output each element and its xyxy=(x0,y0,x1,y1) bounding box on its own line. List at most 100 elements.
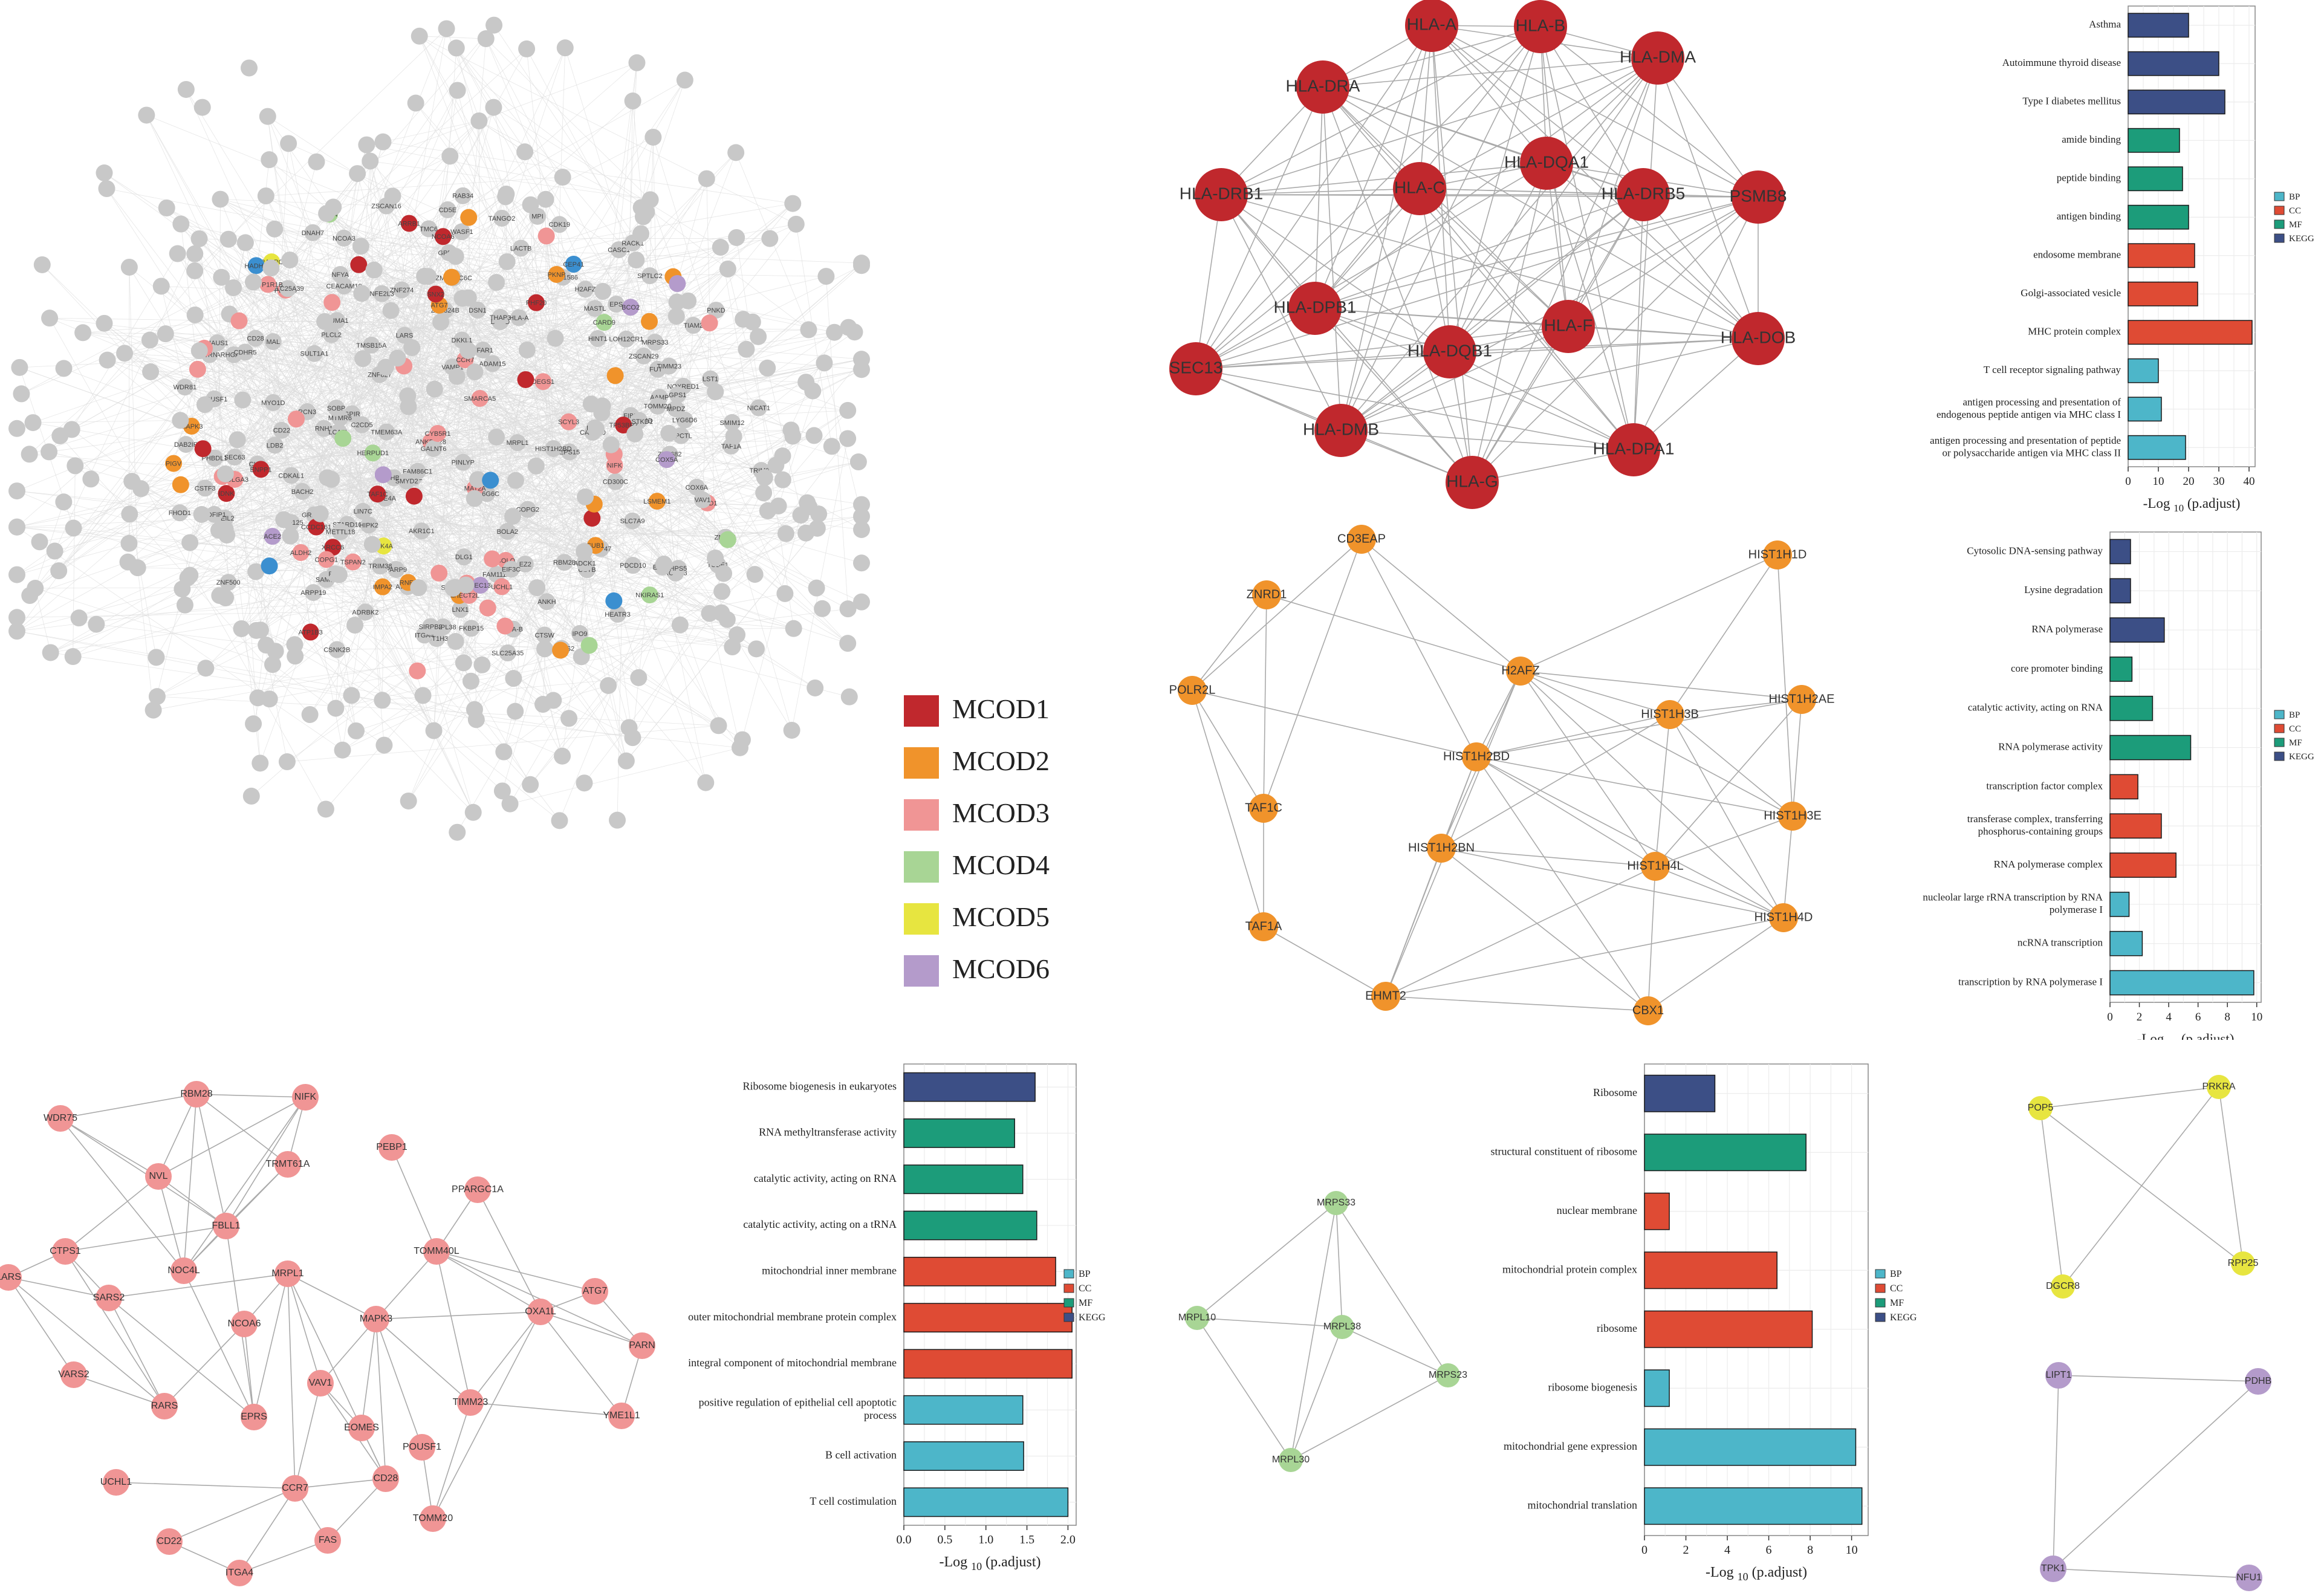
bar xyxy=(2128,244,2195,267)
bar xyxy=(2128,13,2189,37)
overview-node xyxy=(734,731,751,748)
mcod3-edge xyxy=(433,1312,540,1519)
overview-edge xyxy=(51,652,633,738)
mcod3-node-label: WDR75 xyxy=(44,1113,77,1123)
overview-node xyxy=(853,554,870,571)
mcod2-edge xyxy=(1521,671,1802,699)
bar xyxy=(2128,436,2186,459)
mcod3-edge xyxy=(540,1312,622,1416)
mcod3-edge xyxy=(288,1274,295,1488)
overview-node xyxy=(697,774,714,791)
bar xyxy=(2128,320,2252,344)
mcod5-edge xyxy=(2219,1087,2243,1264)
overview-node xyxy=(478,30,495,47)
overview-node xyxy=(522,196,539,213)
legend-key xyxy=(1875,1270,1885,1278)
overview-node xyxy=(630,669,647,686)
mcod6-edge xyxy=(2053,1375,2059,1569)
overview-node xyxy=(280,135,297,152)
x-tick-label: 6 xyxy=(1766,1543,1772,1557)
overview-node xyxy=(187,307,204,323)
overview-node-label: HINT1 xyxy=(588,336,608,343)
overview-node xyxy=(172,216,189,233)
mcod3-edge xyxy=(196,1094,305,1097)
overview-node xyxy=(389,349,406,366)
overview-node xyxy=(459,342,476,359)
overview-node xyxy=(353,285,370,302)
overview-node xyxy=(327,700,344,717)
overview-node-label: SEC63 xyxy=(224,454,245,461)
overview-node-label: TMSB15A xyxy=(356,342,387,349)
overview-node-label: SLC25A35 xyxy=(492,650,524,657)
overview-node xyxy=(774,447,791,464)
mcod2-node-label: HIST1H3B xyxy=(1641,707,1699,721)
mcod3-edge xyxy=(60,1118,158,1176)
mcod3-node-label: PEBP1 xyxy=(376,1142,407,1152)
x-tick-label: 2.0 xyxy=(1060,1533,1076,1546)
mcod3-edge xyxy=(392,1147,437,1251)
overview-node-label: SMARCA5 xyxy=(464,395,496,403)
overview-node xyxy=(8,609,25,626)
legend-text: MF xyxy=(2289,220,2302,230)
x-axis-label-end: (p.adjust) xyxy=(2184,496,2240,511)
category-label: phosphorus-containing groups xyxy=(1978,825,2103,837)
x-tick-label: 0.5 xyxy=(937,1533,952,1546)
overview-node xyxy=(149,688,166,705)
overview-node xyxy=(88,616,105,633)
overview-node-label: PIGV xyxy=(166,460,182,467)
bar xyxy=(1644,1370,1669,1406)
overview-node-label: ZSCAN29 xyxy=(629,353,659,360)
mcod5-node-label: DGCR8 xyxy=(2046,1281,2080,1291)
overview-node xyxy=(334,430,351,447)
overview-node xyxy=(466,363,483,380)
overview-node xyxy=(468,711,485,728)
legend-swatch xyxy=(904,903,939,935)
bar xyxy=(904,1488,1068,1516)
mcod2-edge xyxy=(1777,555,1793,816)
legend-key xyxy=(2274,206,2284,215)
overview-node xyxy=(719,531,736,548)
mcod1-node-label: HLA-C xyxy=(1394,178,1445,196)
bar xyxy=(2110,814,2161,838)
category-label: Asthma xyxy=(2089,19,2121,30)
category-label: nucleolar large rRNA transcription by RN… xyxy=(1923,892,2103,903)
overview-node xyxy=(698,170,715,187)
overview-node xyxy=(248,622,265,639)
mcod6-edge xyxy=(2059,1375,2258,1381)
overview-node xyxy=(713,583,730,600)
mcod2-edge xyxy=(1784,816,1793,918)
legend-key xyxy=(2274,710,2284,719)
overview-node-label: TAF1C xyxy=(367,491,388,498)
mcod1-edge xyxy=(1315,197,1758,308)
overview-node xyxy=(729,626,745,643)
overview-node xyxy=(776,585,793,602)
overview-node xyxy=(719,261,736,277)
category-label: Ribosome xyxy=(1593,1086,1637,1098)
mcod1-edge xyxy=(1323,58,1658,87)
overview-node xyxy=(823,438,840,455)
overview-node xyxy=(195,440,212,457)
overview-node-label: THAP3 xyxy=(490,314,511,322)
overview-node xyxy=(485,99,502,116)
mcod4-edges xyxy=(1197,1203,1448,1460)
overview-node xyxy=(252,754,268,771)
overview-node xyxy=(443,269,460,286)
mcod3-edge xyxy=(8,1277,164,1406)
overview-node xyxy=(770,498,787,514)
bar xyxy=(904,1165,1023,1193)
mcod3-edge xyxy=(288,1274,386,1479)
bar xyxy=(1644,1311,1813,1348)
category-label: T cell costimulation xyxy=(810,1495,897,1507)
mcod5-edge xyxy=(2040,1108,2063,1286)
overview-node xyxy=(554,748,571,765)
overview-edge xyxy=(17,631,156,657)
mcod2-edge xyxy=(1670,715,1793,816)
category-label: or polysaccharide antigen via MHC class … xyxy=(1942,447,2121,458)
overview-node xyxy=(552,642,569,659)
overview-node xyxy=(374,692,391,709)
overview-node xyxy=(680,293,696,310)
overview-node xyxy=(384,187,401,204)
mcod4-edge xyxy=(1291,1375,1448,1460)
mcod6-node-label: TPK1 xyxy=(2041,1563,2065,1574)
